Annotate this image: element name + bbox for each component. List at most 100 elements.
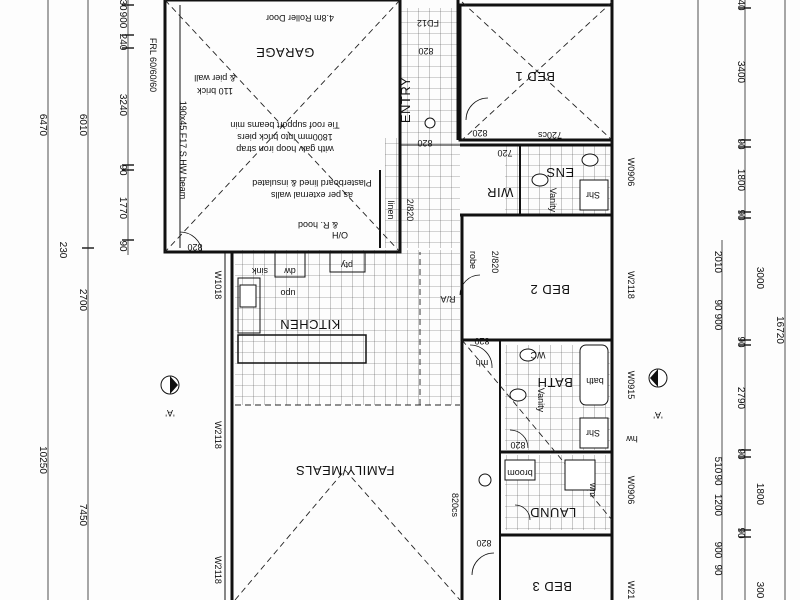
light-icon (424, 117, 436, 129)
window-w0906-laundry: W0906 (626, 476, 636, 505)
door-2-820-linen: 2/820 (405, 199, 415, 222)
dim-right-inner-90f: 90 (712, 474, 723, 486)
roof-note-1: Tie roof support beams min (230, 120, 339, 130)
window-w21-bed3: W21 (626, 581, 636, 600)
room-entry: ENTRY (398, 77, 413, 123)
dim-left-mid-2700: 2700 (77, 289, 88, 312)
room-laundry: LAUND (530, 505, 577, 520)
dim-right-mid-3000: 3000 (754, 267, 765, 290)
wc-label: WC (530, 350, 545, 360)
door-820-linen: 820 (417, 138, 432, 148)
door-2-820-robe: 2/820 (490, 251, 500, 274)
walls (163, 0, 614, 600)
room-bed1: BED 1 (515, 69, 555, 84)
dim-right-inner-90g: 90 (735, 527, 746, 539)
window-w2118-family: W2118 (213, 421, 223, 449)
bath-fixture-label: bath (586, 376, 604, 386)
window-w2118-bed2: W2118 (626, 271, 636, 299)
dim-left-inner-90a: 90 (117, 164, 128, 176)
room-wir: WIR (487, 185, 514, 200)
room-ens: ENS (546, 165, 574, 180)
mh-label: mh (476, 358, 489, 368)
sink-label: sink (252, 266, 269, 276)
door-820-garage: 820 (187, 242, 202, 252)
door-820cs-laundry: 820cs (450, 493, 460, 518)
room-garage: GARAGE (256, 45, 315, 60)
window-w2118-family-2: W2118 (213, 556, 223, 584)
vanity-label-2: Vanity (536, 388, 546, 413)
dim-right-inner-510: 510 (712, 457, 723, 474)
dimension-lines (47, 0, 786, 600)
window-w0915-bath: W0915 (626, 371, 636, 400)
door-820-bath: 820 (474, 336, 489, 346)
window-w0906-ens: W0906 (626, 158, 636, 187)
toilet-icon (581, 153, 599, 167)
dim-right-inner-1200: 1200 (712, 494, 723, 517)
robe-label: robe (468, 251, 478, 269)
door-swings (179, 97, 531, 576)
wm-label: wm (588, 482, 598, 497)
laundry-tub-icon (564, 459, 596, 491)
dim-left-inner-1770: 1770 (117, 197, 128, 220)
roller-door-label: 4.8m Roller Door (266, 13, 334, 23)
dim-right-inner-1800a: 1800 (735, 169, 746, 192)
dim-left-inner-3240: 3240 (117, 94, 128, 117)
dim-right-outer-16720: 16720 (774, 316, 785, 344)
pty-label: pty (341, 260, 354, 270)
fixtures (239, 117, 609, 491)
door-720-wir: 720 (497, 148, 512, 158)
upo-label: upo (280, 288, 295, 298)
dimension-text: 6470 10250 6010 2700 7450 30 900 240 324… (37, 0, 785, 599)
room-bed2: BED 2 (530, 282, 570, 297)
door-820-laundry: 820 (510, 440, 525, 450)
room-labels: GARAGE ENTRY BED 1 WIR ENS BED 2 KITCHEN… (256, 45, 577, 594)
dim-right-inner-2790: 2790 (735, 387, 746, 410)
dw-label: dw (284, 266, 296, 276)
dim-right-inner-40: 40 (735, 0, 746, 11)
roof-note-2: 1800mm into brick piers (237, 132, 333, 142)
dim-left-inner-90b: 90 (117, 240, 128, 252)
hw-label: hw (626, 434, 638, 444)
dim-left-inner-230: 230 (57, 242, 68, 259)
basin-icon-2 (509, 388, 527, 402)
dim-right-inner-90d: 90 (735, 336, 746, 348)
door-820-bed1: 820 (472, 128, 487, 138)
dim-left-mid-6010: 6010 (77, 114, 88, 137)
linen-label: linen (386, 200, 396, 219)
dim-right-mid-300: 300 (754, 582, 765, 599)
dim-right-inner-90h: 90 (712, 564, 723, 576)
dim-left-outer-10250: 10250 (37, 446, 48, 474)
smoke-alarm-icon (478, 473, 492, 487)
dim-right-mid-1800: 1800 (754, 483, 765, 506)
rhood-label: & R. hood (298, 220, 338, 230)
beam-spec-label: 190x45 F17 S.HW beam (178, 101, 188, 200)
shower-icon (579, 179, 609, 211)
dim-left-inner-900: 900 (117, 12, 128, 29)
basin-icon (531, 173, 549, 187)
window-w1018: W1018 (213, 271, 223, 300)
dim-left-mid-7450: 7450 (77, 504, 88, 527)
room-kitchen: KITCHEN (280, 317, 341, 332)
roof-note-3: with galv hoop iron strap (236, 144, 335, 154)
broom-cupboard-icon (504, 459, 536, 481)
toilet-icon-2 (519, 348, 537, 362)
room-family-meals: FAMILY/MEALS (296, 463, 395, 478)
door-820-bed3: 820 (476, 538, 491, 548)
dim-right-inner-3400: 3400 (735, 61, 746, 84)
section-a-right-label: 'A' (653, 410, 663, 420)
ra-label: R/A (440, 294, 455, 304)
fd12-label: FD12 (417, 18, 439, 28)
sink-icon (239, 284, 257, 308)
dim-left-outer-6470: 6470 (37, 114, 48, 137)
shower-label-2: Shr (586, 428, 600, 438)
bathtub-icon (579, 344, 609, 406)
room-bed3: BED 3 (532, 579, 572, 594)
dim-right-inner-90e: 90 (735, 448, 746, 460)
dim-right-inner-2010: 2010 (712, 251, 723, 274)
dim-right-inner-90b: 90 (735, 209, 746, 221)
brick-label: 110 brick (197, 86, 233, 96)
pier-wall-label: & pier wall (194, 73, 236, 83)
shower-icon-2 (579, 417, 609, 449)
